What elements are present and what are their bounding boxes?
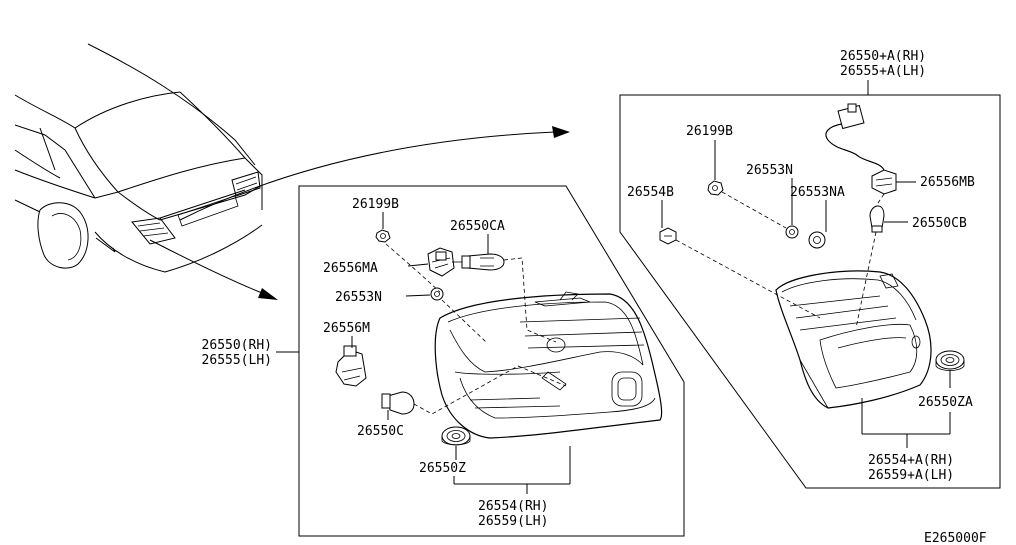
left-assembly-lh-label: 26555(LH): [202, 353, 272, 368]
right-callout-26554a-rh: 26554+A(RH): [868, 453, 954, 468]
left-callout-26550ca: 26550CA: [450, 219, 505, 234]
left-bulb-26550ca: [461, 253, 505, 271]
left-panel: 26550(RH) 26555(LH) 26199B: [202, 185, 685, 537]
right-callout-26553n: 26553N: [746, 163, 793, 178]
left-callout-26554-rh: 26554(RH): [478, 499, 548, 514]
left-callout-26559-lh: 26559(LH): [478, 514, 548, 529]
left-gasket-26550z: [441, 426, 471, 446]
right-screw-26554b: [659, 227, 677, 245]
right-gasket-26550za: [935, 350, 965, 371]
left-callout-26550z: 26550Z: [419, 461, 466, 476]
left-assembly-rh-label: 26550(RH): [202, 338, 272, 353]
right-assembly-rh-label: 26550+A(RH): [840, 49, 926, 64]
right-panel-frame: [619, 94, 1001, 489]
right-callout-26559a-lh: 26559+A(LH): [868, 468, 954, 483]
left-washer-26553n: [430, 287, 444, 301]
arrow-to-right-panel: [179, 126, 570, 221]
left-callout-26553n: 26553N: [335, 290, 382, 305]
left-callout-26556m: 26556M: [323, 321, 370, 336]
right-callout-26550cb: 26550CB: [912, 216, 967, 231]
diagram-code: E265000F: [924, 531, 987, 545]
right-callout-26554b: 26554B: [627, 185, 674, 200]
left-tail-lamp: [434, 291, 663, 439]
arrow-to-left-panel: [149, 239, 278, 300]
left-socket-26556m: [335, 345, 367, 387]
right-panel: 26550+A(RH) 26555+A(LH) 26556MB 26550CB: [619, 49, 1001, 489]
right-callout-26553na: 26553NA: [790, 185, 845, 200]
right-washer-26553n: [785, 225, 799, 239]
right-tail-lamp: [775, 270, 932, 409]
right-socket-26556mb: [871, 169, 897, 195]
left-callout-26199b: 26199B: [352, 197, 399, 212]
right-washer-26553na: [808, 231, 826, 249]
left-panel-frame: [298, 185, 685, 537]
right-bulb-26550cb: [869, 205, 885, 233]
car-rear-sketch: [14, 43, 263, 273]
right-wire-harness: [825, 103, 885, 171]
right-callout-26556mb: 26556MB: [920, 175, 975, 190]
right-callout-26199b: 26199B: [686, 124, 733, 139]
right-assembly-lh-label: 26555+A(LH): [840, 64, 926, 79]
right-callout-26550za: 26550ZA: [918, 395, 973, 410]
left-bulb-26550c: [381, 391, 415, 415]
left-callout-26556ma: 26556MA: [323, 261, 378, 276]
right-nut-26199b: [707, 180, 724, 196]
left-callout-26550c: 26550C: [357, 424, 404, 439]
left-socket-26556ma: [427, 247, 455, 277]
left-nut-26199b: [375, 229, 391, 243]
